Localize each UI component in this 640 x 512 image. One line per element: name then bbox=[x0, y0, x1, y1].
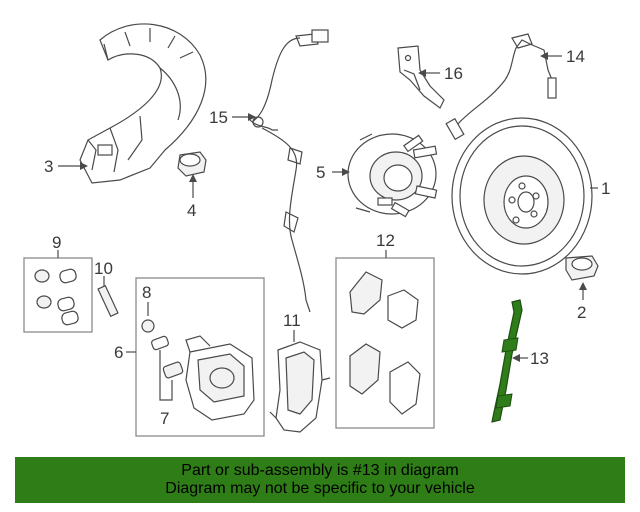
callout-10: 10 bbox=[94, 259, 113, 278]
part-10-guide-pin[interactable] bbox=[98, 286, 118, 317]
part-13-anti-rattle-spring[interactable] bbox=[492, 300, 522, 422]
callout-1: 1 bbox=[601, 179, 610, 198]
part-9-bushings[interactable] bbox=[35, 268, 79, 326]
callout-9: 9 bbox=[52, 233, 61, 252]
notice-banner: Part or sub-assembly is #13 in diagram D… bbox=[15, 457, 625, 503]
callout-13: 13 bbox=[530, 349, 549, 368]
callout-2-leader bbox=[579, 282, 587, 300]
banner-line-2: Diagram may not be specific to your vehi… bbox=[165, 480, 474, 498]
callout-15: 15 bbox=[209, 108, 228, 127]
callout-5: 5 bbox=[316, 163, 325, 182]
group-9-box bbox=[24, 258, 92, 332]
callout-2: 2 bbox=[577, 303, 586, 322]
callout-15-leader bbox=[232, 113, 256, 121]
part-7-bolts[interactable] bbox=[151, 336, 184, 379]
callout-8: 8 bbox=[142, 283, 151, 302]
callout-12: 12 bbox=[376, 231, 395, 250]
part-8-bleeder[interactable] bbox=[142, 320, 154, 332]
callout-3: 3 bbox=[44, 157, 53, 176]
callout-14: 14 bbox=[566, 47, 585, 66]
part-16-bracket[interactable] bbox=[398, 46, 444, 108]
part-2-screw[interactable] bbox=[566, 256, 598, 280]
callout-5-leader bbox=[332, 168, 350, 176]
banner-line-1: Part or sub-assembly is #13 in diagram bbox=[181, 462, 458, 480]
part-11-caliper-bracket[interactable] bbox=[270, 342, 330, 432]
callout-11: 11 bbox=[283, 311, 301, 330]
part-4-bolt[interactable] bbox=[178, 152, 206, 176]
callout-4-leader bbox=[189, 174, 197, 198]
callout-14-leader bbox=[540, 52, 562, 60]
callout-13-leader bbox=[512, 354, 528, 362]
part-1-rotor[interactable] bbox=[452, 118, 592, 274]
callout-7: 7 bbox=[160, 409, 169, 428]
group-12-box bbox=[336, 258, 434, 428]
callout-16: 16 bbox=[444, 64, 463, 83]
part-5-hub[interactable] bbox=[348, 134, 437, 217]
part-6-caliper[interactable] bbox=[186, 336, 254, 420]
part-12-pads[interactable] bbox=[350, 272, 420, 414]
callout-6: 6 bbox=[114, 343, 123, 362]
callout-4: 4 bbox=[187, 201, 196, 220]
